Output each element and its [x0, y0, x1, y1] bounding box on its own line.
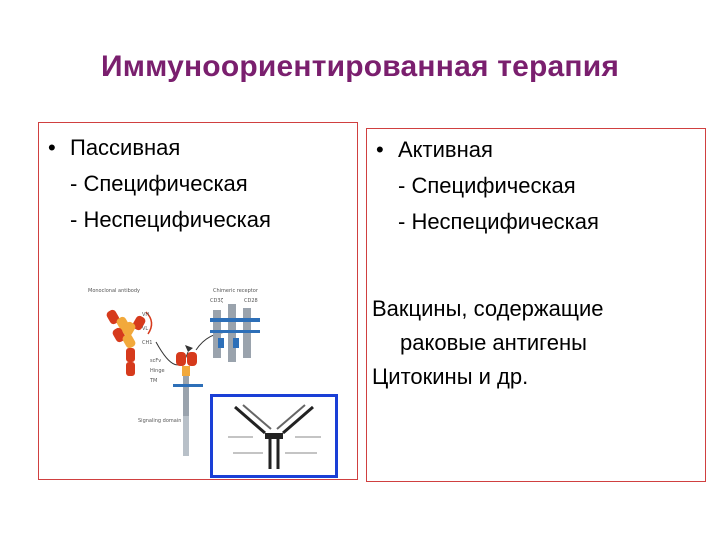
label-scfv: scFv	[150, 358, 161, 364]
left-subitem-nonspecific: - Неспецифическая	[70, 207, 271, 232]
figure-left-heading: Monoclonal antibody	[88, 288, 140, 294]
label-vh: VH	[142, 312, 149, 318]
antibody-diagram-inset	[210, 394, 338, 478]
bullet-dot: •	[376, 137, 384, 162]
antibody-icon	[106, 309, 153, 376]
right-bullet: • Активная	[376, 132, 493, 168]
bullet-dot: •	[48, 135, 56, 160]
right-panel	[366, 128, 706, 482]
scfv-construct-icon	[173, 352, 203, 456]
slide-title: Иммуноориентированная терапия	[100, 50, 620, 83]
label-ch1: CH1	[142, 340, 152, 346]
left-subitem-specific: - Специфическая	[70, 171, 248, 196]
label-vl: VL	[142, 326, 148, 332]
right-bullet-label: Активная	[398, 137, 493, 162]
antibody-sketch-icon	[228, 404, 321, 469]
vaccines-line-1: Вакцины, содержащие	[372, 296, 604, 321]
left-bullet-label: Пассивная	[70, 135, 181, 160]
cytokines-line: Цитокины и др.	[372, 364, 529, 389]
right-subitem-specific: - Специфическая	[398, 173, 576, 198]
label-signaling: Signaling domain	[138, 418, 181, 424]
vaccines-line-2: раковые антигены	[400, 330, 587, 355]
label-hinge: Hinge	[150, 368, 165, 374]
label-tm: TM	[149, 378, 157, 384]
figure-right-heading: Chimeric receptor	[213, 288, 259, 294]
chimeric-receptor-icon	[210, 304, 260, 362]
label-cd3z: CD3ζ	[210, 298, 224, 304]
label-cd28: CD28	[244, 298, 258, 304]
right-subitem-nonspecific: - Неспецифическая	[398, 209, 599, 234]
antibody-receptor-figure: Monoclonal antibody Chimeric receptor VH…	[88, 288, 260, 456]
left-bullet: • Пассивная	[48, 130, 180, 166]
